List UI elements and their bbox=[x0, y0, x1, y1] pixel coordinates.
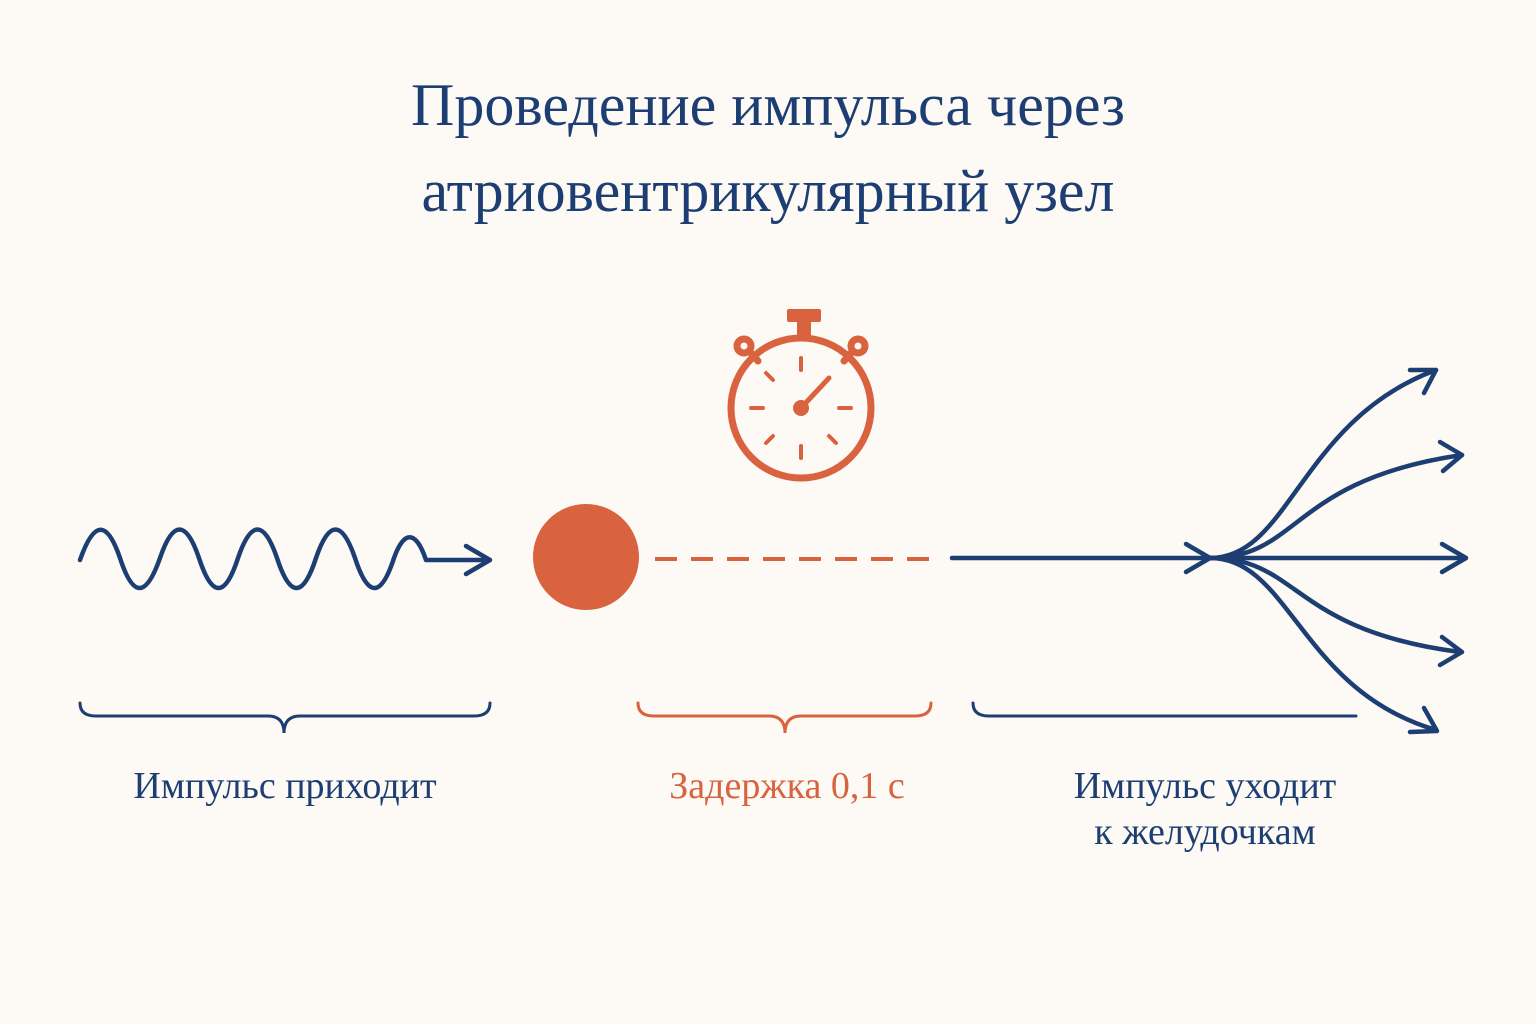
incoming-arrowhead bbox=[463, 543, 493, 577]
delay-brace bbox=[636, 701, 933, 734]
outgoing-label-line-1: Импульс уходит bbox=[1073, 765, 1337, 807]
branch-2 bbox=[1207, 452, 1465, 561]
delay-label: Задержка 0,1 с bbox=[587, 763, 987, 809]
stopwatch-body bbox=[727, 334, 875, 482]
outgoing-label-line-2: к желудочкам bbox=[1094, 811, 1316, 853]
outgoing-label: Импульс уходит к желудочкам bbox=[985, 763, 1425, 855]
stopwatch-right-button bbox=[847, 335, 869, 357]
incoming-label: Импульс приходит bbox=[60, 763, 510, 809]
stopwatch-crown bbox=[787, 309, 821, 322]
title-line-2: атриовентрикулярный узел bbox=[421, 158, 1115, 224]
av-node bbox=[533, 504, 639, 610]
branch-5 bbox=[1207, 555, 1439, 733]
outgoing-brace bbox=[971, 701, 1358, 718]
delay-label-text: Задержка 0,1 с bbox=[669, 765, 905, 807]
incoming-brace bbox=[78, 701, 492, 734]
page-title: Проведение импульса через атриовентрикул… bbox=[0, 62, 1536, 234]
wave-arrow-icon bbox=[77, 527, 493, 591]
branching-arrows-icon bbox=[949, 367, 1469, 735]
stopwatch-icon bbox=[727, 309, 875, 482]
branch-4 bbox=[1207, 555, 1463, 655]
incoming-wave bbox=[77, 527, 491, 591]
stopwatch-ticks bbox=[749, 356, 853, 460]
incoming-label-text: Импульс приходит bbox=[133, 765, 437, 807]
stopwatch-left-button bbox=[733, 335, 755, 357]
stopwatch-center bbox=[793, 400, 809, 416]
title-line-1: Проведение импульса через bbox=[411, 72, 1125, 138]
branch-1 bbox=[1207, 367, 1439, 561]
